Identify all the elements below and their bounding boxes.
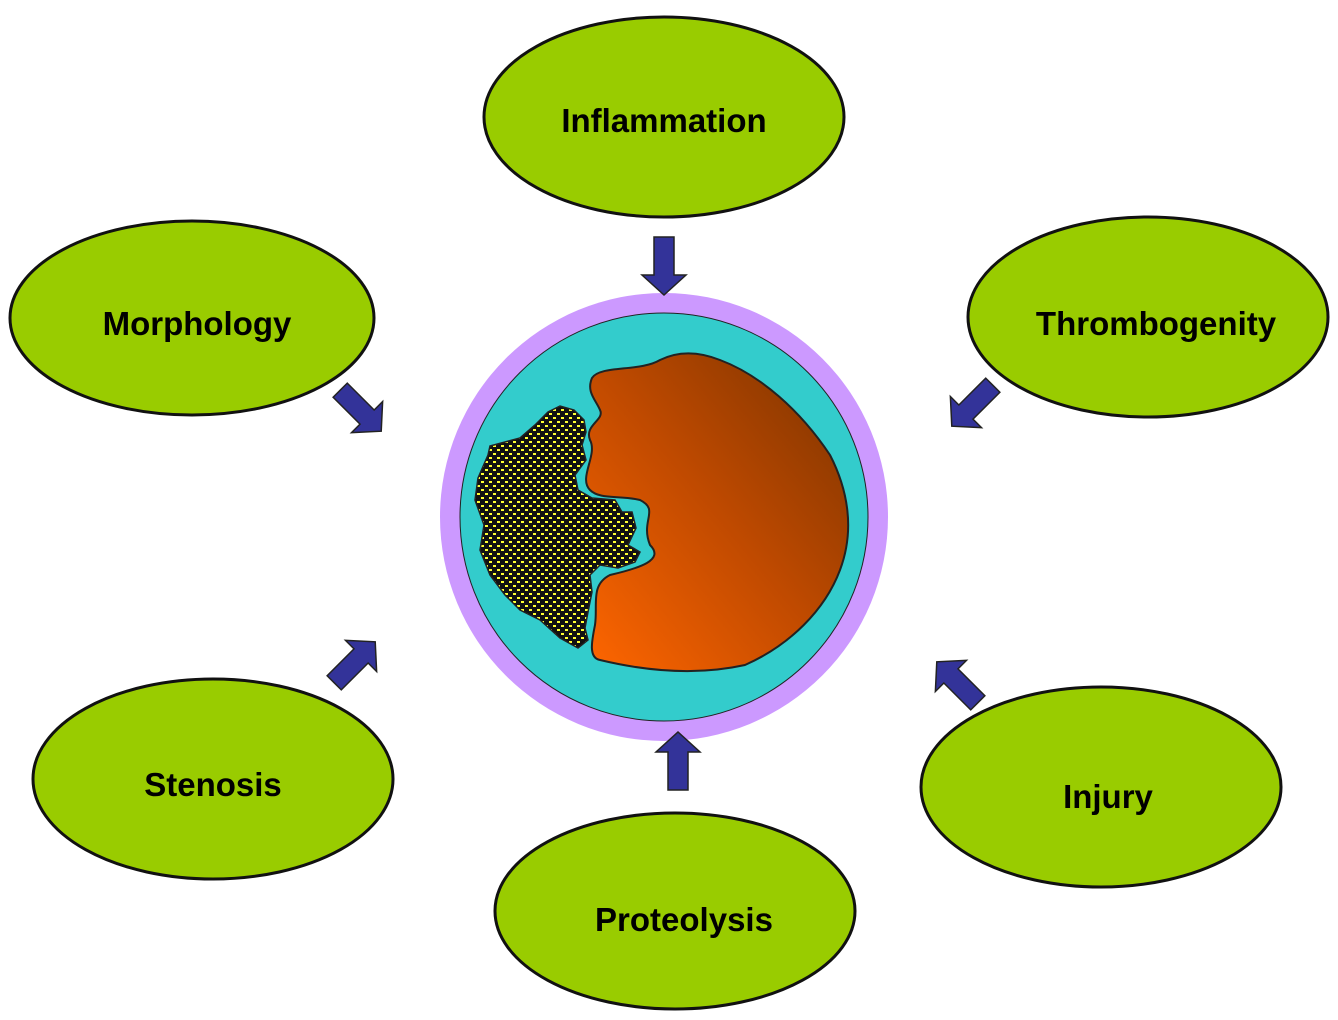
arrow-morphology	[325, 375, 397, 447]
factor-thrombogenity: Thrombogenity	[968, 217, 1328, 417]
factor-label-inflammation: Inflammation	[561, 102, 766, 139]
arrow-stenosis	[319, 626, 391, 698]
factor-label-stenosis: Stenosis	[144, 766, 282, 803]
arrow-thrombogenity	[936, 370, 1008, 442]
vessel-cross-section	[440, 293, 888, 741]
factor-label-morphology: Morphology	[103, 305, 292, 342]
factor-stenosis: Stenosis	[33, 679, 393, 879]
factor-inflammation: Inflammation	[484, 17, 844, 217]
factor-label-proteolysis: Proteolysis	[595, 901, 773, 938]
arrow-inflammation-down	[642, 237, 686, 295]
factor-proteolysis: Proteolysis	[495, 813, 855, 1009]
arrow-injury	[921, 646, 993, 718]
factor-label-thrombogenity: Thrombogenity	[1036, 305, 1277, 342]
factor-injury: Injury	[921, 687, 1281, 887]
factor-label-injury: Injury	[1063, 778, 1153, 815]
factor-morphology: Morphology	[10, 221, 374, 415]
